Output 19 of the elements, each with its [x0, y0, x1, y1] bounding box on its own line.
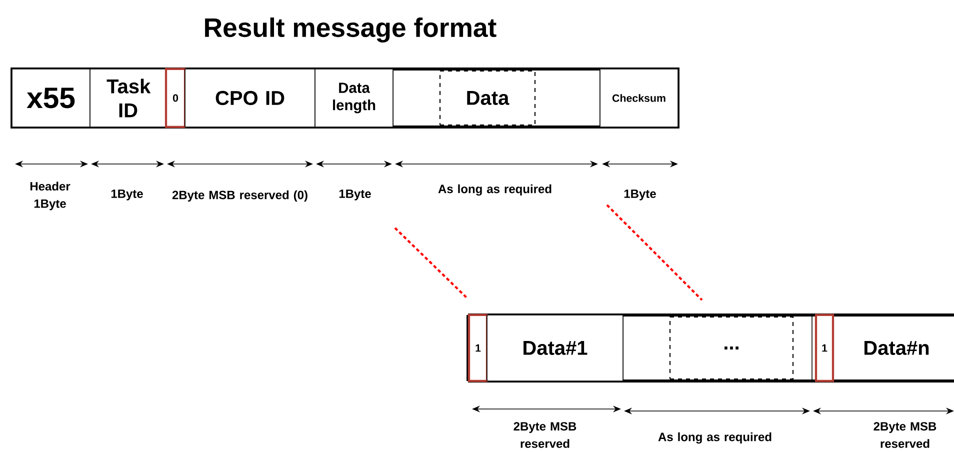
size-label: Header 1Byte	[30, 182, 70, 210]
field-cell: Data#n	[864, 341, 929, 355]
title: Result message format	[205, 18, 496, 42]
size-label: 2Byte MSB reserved (0)	[172, 190, 308, 202]
flag-bit-cell: 1	[468, 314, 488, 382]
size-label: As long as required	[438, 184, 552, 196]
size-label: 1Byte	[339, 190, 371, 200]
size-label: 2Byte MSB reserved	[514, 422, 576, 448]
variable-field-cell: Data	[439, 70, 536, 126]
field-cell: x55	[12, 68, 90, 128]
size-label: As long as required	[658, 432, 772, 444]
field-cell: Data length	[314, 68, 394, 128]
flag-bit-cell: 0	[164, 68, 186, 128]
size-label: 2Byte MSB reserved	[874, 422, 936, 448]
field-cell: Checksum	[600, 68, 678, 128]
flag-bit-cell: 1	[814, 314, 834, 382]
size-label: 1Byte	[624, 190, 656, 200]
size-label: 1Byte	[111, 190, 143, 200]
variable-field-cell: ...	[669, 316, 794, 380]
